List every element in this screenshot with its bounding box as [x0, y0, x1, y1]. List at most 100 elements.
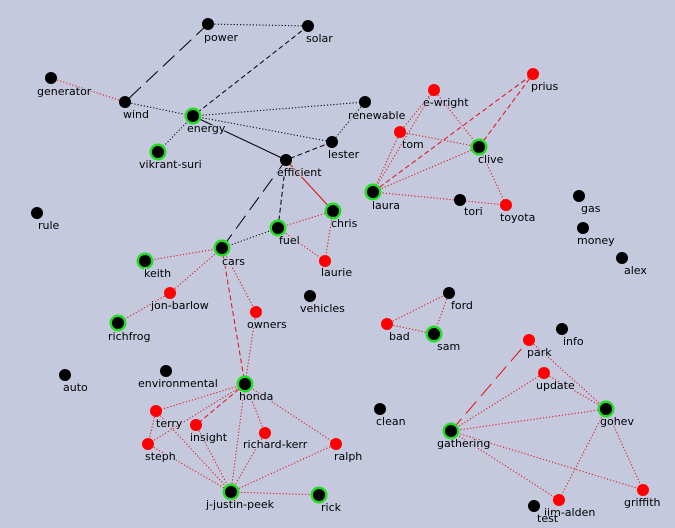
node-richard-kerr[interactable]: richard-kerr	[242, 427, 309, 452]
node-sam[interactable]: sam	[425, 325, 461, 354]
node-prius[interactable]: prius	[527, 68, 560, 94]
node-ford[interactable]: ford	[443, 287, 474, 313]
node-steph[interactable]: steph	[142, 438, 177, 464]
node-cars[interactable]: cars	[213, 239, 246, 269]
node-dot[interactable]	[374, 403, 386, 415]
node-vehicles[interactable]: vehicles	[299, 290, 346, 316]
node-info[interactable]: info	[556, 323, 585, 349]
node-dot[interactable]	[304, 290, 316, 302]
node-clive[interactable]: clive	[470, 138, 505, 167]
node-e-wright[interactable]: e-wright	[422, 84, 470, 110]
node-tom[interactable]: tom	[394, 126, 425, 152]
node-dot[interactable]	[164, 287, 176, 299]
node-jon-barlow[interactable]: jon-barlow	[149, 287, 210, 313]
node-dot[interactable]	[553, 494, 565, 506]
node-wind[interactable]: wind	[119, 96, 150, 122]
node-dot[interactable]	[473, 141, 485, 153]
node-dot[interactable]	[150, 405, 162, 417]
node-lester[interactable]: lester	[326, 136, 361, 162]
node-vikrant-suri[interactable]: vikrant-suri	[138, 143, 203, 172]
node-dot[interactable]	[527, 68, 539, 80]
node-chris[interactable]: chris	[324, 202, 359, 231]
node-terry[interactable]: terry	[150, 405, 184, 431]
node-power[interactable]: power	[202, 18, 239, 45]
node-dot[interactable]	[313, 489, 325, 501]
node-dot[interactable]	[272, 222, 284, 234]
node-dot[interactable]	[443, 287, 455, 299]
node-dot[interactable]	[600, 403, 612, 415]
node-renewable[interactable]: renewable	[347, 96, 407, 123]
node-dot[interactable]	[152, 146, 164, 158]
node-dot[interactable]	[225, 486, 237, 498]
node-dot[interactable]	[556, 323, 568, 335]
node-dot[interactable]	[577, 222, 589, 234]
node-dot[interactable]	[616, 252, 628, 264]
node-dot[interactable]	[523, 334, 535, 346]
node-laurie[interactable]: laurie	[319, 255, 353, 280]
node-dot[interactable]	[119, 96, 131, 108]
node-dot[interactable]	[500, 199, 512, 211]
node-generator[interactable]: generator	[36, 72, 93, 99]
node-dot[interactable]	[259, 427, 271, 439]
node-laura[interactable]: laura	[364, 183, 401, 213]
node-dot[interactable]	[280, 154, 292, 166]
node-dot[interactable]	[112, 317, 124, 329]
node-griffith[interactable]: griffith	[623, 484, 662, 510]
node-park[interactable]: park	[523, 334, 553, 360]
node-dot[interactable]	[445, 425, 457, 437]
node-update[interactable]: update	[535, 367, 576, 393]
node-dot[interactable]	[327, 205, 339, 217]
node-dot[interactable]	[142, 438, 154, 450]
node-dot[interactable]	[45, 72, 57, 84]
node-dot[interactable]	[202, 18, 214, 30]
node-dot[interactable]	[359, 96, 371, 108]
node-dot[interactable]	[381, 318, 393, 330]
node-dot[interactable]	[160, 365, 172, 377]
node-dot[interactable]	[31, 207, 43, 219]
node-dot[interactable]	[428, 84, 440, 96]
node-gathering[interactable]: gathering	[436, 422, 491, 451]
node-dot[interactable]	[302, 20, 314, 32]
node-dot[interactable]	[394, 126, 406, 138]
node-energy[interactable]: energy	[184, 107, 227, 136]
node-efficient[interactable]: efficient	[276, 154, 323, 180]
node-rule[interactable]: rule	[31, 207, 61, 233]
node-auto[interactable]: auto	[59, 369, 89, 395]
node-clean[interactable]: clean	[374, 403, 407, 429]
node-dot[interactable]	[428, 328, 440, 340]
node-insight[interactable]: insight	[189, 419, 229, 445]
node-dot[interactable]	[239, 378, 251, 390]
node-dot[interactable]	[454, 194, 466, 206]
node-dot[interactable]	[573, 190, 585, 202]
node-gas[interactable]: gas	[573, 190, 602, 216]
node-alex[interactable]: alex	[616, 252, 648, 278]
node-rick[interactable]: rick	[310, 486, 343, 515]
node-dot[interactable]	[538, 367, 550, 379]
node-ralph[interactable]: ralph	[330, 438, 363, 464]
node-dot[interactable]	[637, 484, 649, 496]
node-honda[interactable]: honda	[236, 375, 274, 404]
node-jim-alden[interactable]: jim-alden	[542, 494, 596, 520]
node-gohev[interactable]: gohev	[597, 400, 635, 429]
node-dot[interactable]	[187, 110, 199, 122]
node-dot[interactable]	[367, 186, 379, 198]
node-keith[interactable]: keith	[136, 252, 172, 281]
node-dot[interactable]	[319, 255, 331, 267]
node-j-justin-peek[interactable]: j-justin-peek	[204, 483, 276, 512]
node-dot[interactable]	[528, 500, 540, 512]
node-dot[interactable]	[330, 438, 342, 450]
node-test[interactable]: test	[528, 500, 560, 526]
node-tori[interactable]: tori	[454, 194, 484, 219]
node-bad[interactable]: bad	[381, 318, 411, 344]
node-richfrog[interactable]: richfrog	[107, 314, 151, 344]
node-dot[interactable]	[59, 369, 71, 381]
node-owners[interactable]: owners	[246, 306, 288, 332]
node-dot[interactable]	[139, 255, 151, 267]
node-dot[interactable]	[216, 242, 228, 254]
node-toyota[interactable]: toyota	[499, 199, 536, 225]
node-dot[interactable]	[190, 419, 202, 431]
node-dot[interactable]	[250, 306, 262, 318]
node-environmental[interactable]: environmental	[137, 365, 219, 391]
node-solar[interactable]: solar	[302, 20, 334, 46]
node-money[interactable]: money	[576, 222, 616, 248]
